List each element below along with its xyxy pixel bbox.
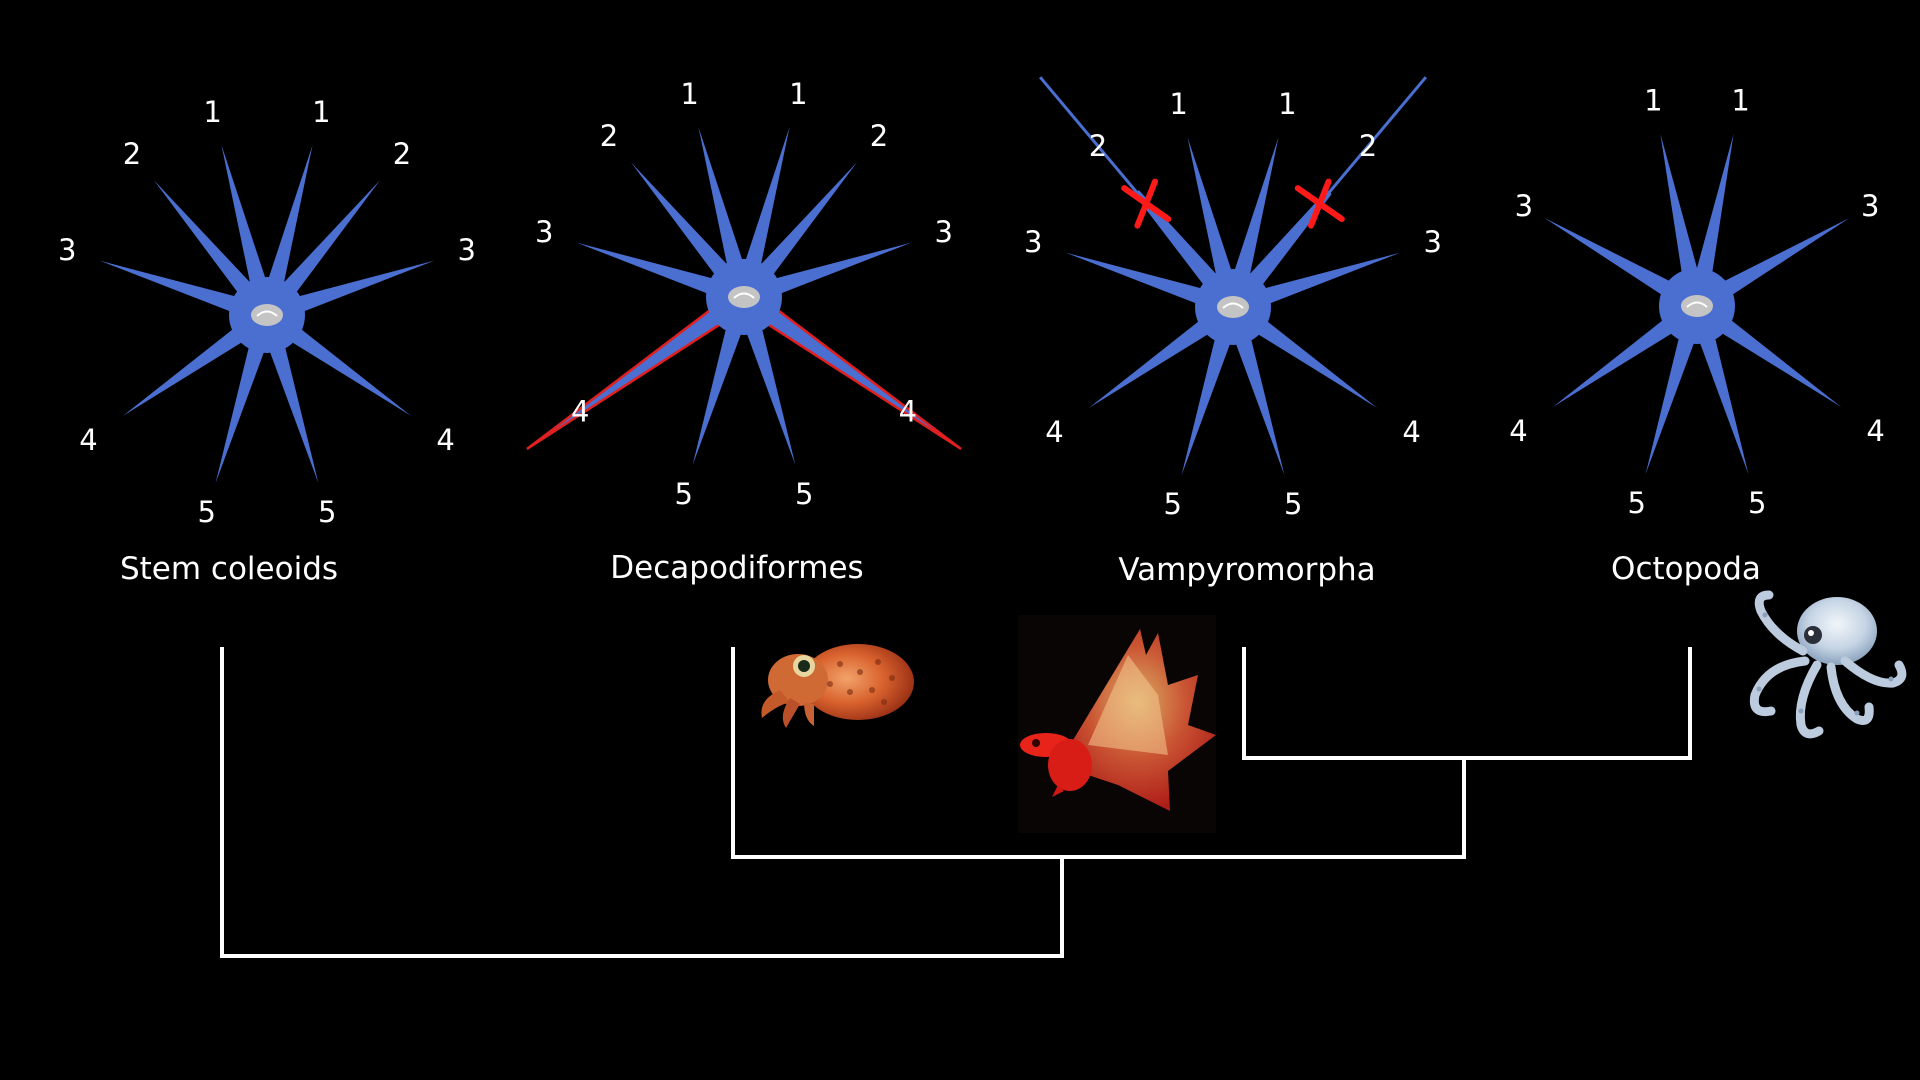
arm-4-left-number: 4 [1509, 414, 1527, 448]
arm-4-right-number: 4 [1866, 414, 1884, 448]
tree-branch-stem-coleoids [220, 647, 1064, 958]
arm-3-right-number: 3 [457, 233, 475, 267]
arm-5-left-number: 5 [198, 495, 216, 529]
vampire-squid-photo-icon [1018, 615, 1216, 833]
beak-icon [256, 310, 278, 317]
arm-1-right [1223, 136, 1279, 310]
arm-1-right-number: 1 [1731, 84, 1749, 118]
arm-5-right-number: 5 [795, 477, 813, 511]
arm-3-right-number: 3 [1861, 189, 1879, 223]
arm-5-right [1687, 303, 1749, 475]
arm-5-right [1223, 304, 1285, 476]
arm-5-right-number: 5 [1748, 486, 1766, 520]
arm-1-left [1187, 136, 1243, 310]
beak-icon [733, 292, 755, 299]
phylogenetic-tree [220, 647, 1692, 958]
arm-5-right-number: 5 [318, 495, 336, 529]
arm-2-right-lost-mark-icon [1294, 178, 1345, 229]
arm-2-right-number: 2 [393, 137, 411, 171]
arm-5-left [692, 294, 754, 466]
arm-5-right [734, 294, 796, 466]
arm-3-right [263, 260, 435, 325]
arm-5-left-number: 5 [675, 477, 693, 511]
bobtail-squid-photo-icon [761, 644, 914, 728]
arm-4-left-number: 4 [571, 395, 589, 429]
arm-4-right-number: 4 [899, 395, 917, 429]
arm-5-left [215, 312, 277, 484]
group-label-vampyromorpha: Vampyromorpha [1118, 552, 1375, 588]
arm-4-right-number: 4 [1402, 415, 1420, 449]
arm-5-left [1645, 303, 1707, 475]
mouth-icon [251, 304, 283, 326]
arm-3-left-number: 3 [1515, 189, 1533, 223]
arm-1-left-number: 1 [1169, 87, 1187, 121]
arm-1-left-number: 1 [680, 77, 698, 111]
crown-decapodiformes: 1 1 2 2 3 3 4 4 5 5 [526, 77, 962, 511]
tree-branch-decapodiformes [731, 647, 1466, 859]
arm-5-right-number: 5 [1284, 487, 1302, 521]
mouth-icon [1217, 296, 1249, 318]
arm-3-right-number: 3 [1423, 225, 1441, 259]
arm-2-left-number: 2 [123, 137, 141, 171]
arm-4-left-number: 4 [1045, 415, 1063, 449]
group-label-decapodiformes: Decapodiformes [610, 550, 863, 586]
arm-3-left-number: 3 [535, 215, 553, 249]
arm-1-left-number: 1 [1644, 84, 1662, 118]
arm-3-left-number: 3 [1024, 225, 1042, 259]
arm-1-right-number: 1 [1278, 87, 1296, 121]
crown-octopoda: 1 1 3 3 4 4 5 5 [1509, 84, 1885, 520]
arm-5-left-number: 5 [1628, 486, 1646, 520]
arm-3-left-number: 3 [58, 233, 76, 267]
arm-3-right [1229, 252, 1401, 317]
group-label-stem-coleoids: Stem coleoids [120, 551, 338, 587]
crown-stem-coleoids: 1 1 2 2 3 3 4 4 5 5 [58, 95, 476, 529]
arm-3-left [576, 242, 748, 307]
arm-4-right-number: 4 [436, 423, 454, 457]
arm-3-left [1065, 252, 1237, 317]
arm-4-left-number: 4 [79, 423, 97, 457]
arm-2-left-number: 2 [1089, 129, 1107, 163]
beak-icon [1686, 301, 1708, 308]
beak-icon [1222, 302, 1244, 309]
arm-3-right-number: 3 [934, 215, 952, 249]
arm-5-right [257, 312, 319, 484]
group-label-octopoda: Octopoda [1611, 551, 1761, 587]
arm-5-left [1181, 304, 1243, 476]
arm-1-left [698, 126, 754, 300]
octopus-photo-icon [1749, 590, 1907, 739]
arm-2-right-number: 2 [1359, 129, 1377, 163]
arm-5-left-number: 5 [1164, 487, 1182, 521]
arm-1-right-number: 1 [789, 77, 807, 111]
arm-3-left [99, 260, 271, 325]
arm-2-left-lost-mark-icon [1121, 178, 1172, 229]
crown-vampyromorpha: 1 1 2 2 3 3 4 4 5 5 [1024, 76, 1442, 521]
mouth-icon [728, 286, 760, 308]
arm-1-left [221, 144, 277, 318]
arm-1-left-number: 1 [203, 95, 221, 129]
mouth-icon [1681, 295, 1713, 317]
arm-2-right-number: 2 [870, 119, 888, 153]
arm-1-right [734, 126, 790, 300]
arm-3-right [740, 242, 912, 307]
arm-1-left [1660, 133, 1707, 309]
arm-2-left-number: 2 [600, 119, 618, 153]
arm-1-right [257, 144, 313, 318]
arm-1-right-number: 1 [312, 95, 330, 129]
tree-branch-vampyromorpha-octopoda [1242, 647, 1692, 760]
arm-1-right [1687, 133, 1734, 309]
